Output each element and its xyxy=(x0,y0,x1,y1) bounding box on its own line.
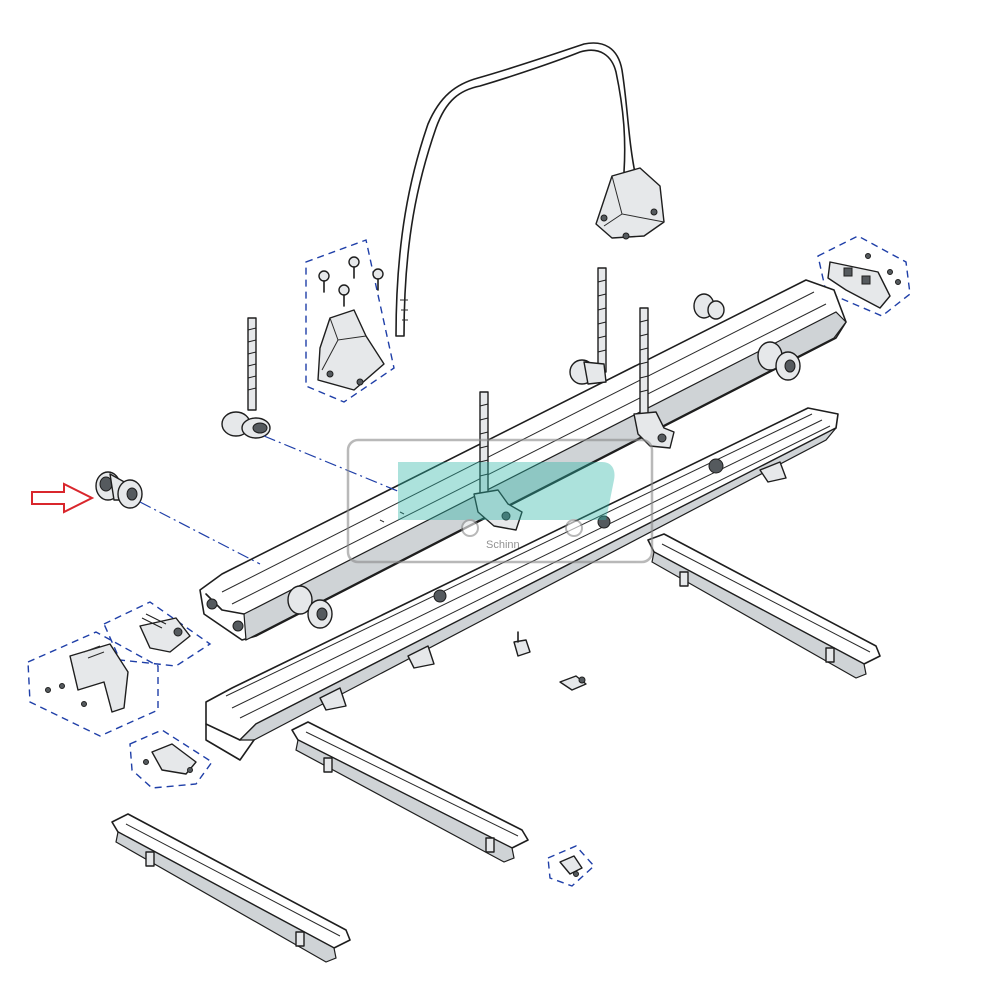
small-clip-group xyxy=(547,845,595,887)
fastener-part xyxy=(559,675,587,691)
screw-set-icon xyxy=(318,256,384,307)
cross-rail-lower xyxy=(111,813,351,963)
assembly-line-post xyxy=(263,435,401,493)
camper-logo-icon xyxy=(398,462,615,520)
cross-rail-right xyxy=(647,533,881,679)
rail-knob-2 xyxy=(757,341,801,381)
strap-post-center xyxy=(569,267,607,385)
assembly-line-knob xyxy=(139,501,261,565)
rail-knob-1 xyxy=(693,293,725,320)
rail-knob-3 xyxy=(287,585,333,629)
strap-post-left xyxy=(221,317,271,439)
arch-bracket xyxy=(395,42,665,337)
end-cap-plate-group xyxy=(817,235,911,317)
watermark-text: Schinn xyxy=(486,539,520,551)
end-cover-group xyxy=(27,631,159,737)
strap-post-front xyxy=(473,391,523,531)
clip-part xyxy=(513,631,531,657)
right-arrow-icon xyxy=(31,482,95,514)
cross-rail-middle xyxy=(291,721,529,863)
lower-base-rail xyxy=(205,407,839,761)
bracket-plate-group xyxy=(129,729,214,789)
upper-wheel-rail xyxy=(199,279,847,641)
bracket-clamp-group xyxy=(103,601,212,667)
highlighted-knob xyxy=(95,471,143,509)
watermark: Schinn xyxy=(346,438,654,564)
mount-base-group xyxy=(305,239,395,403)
